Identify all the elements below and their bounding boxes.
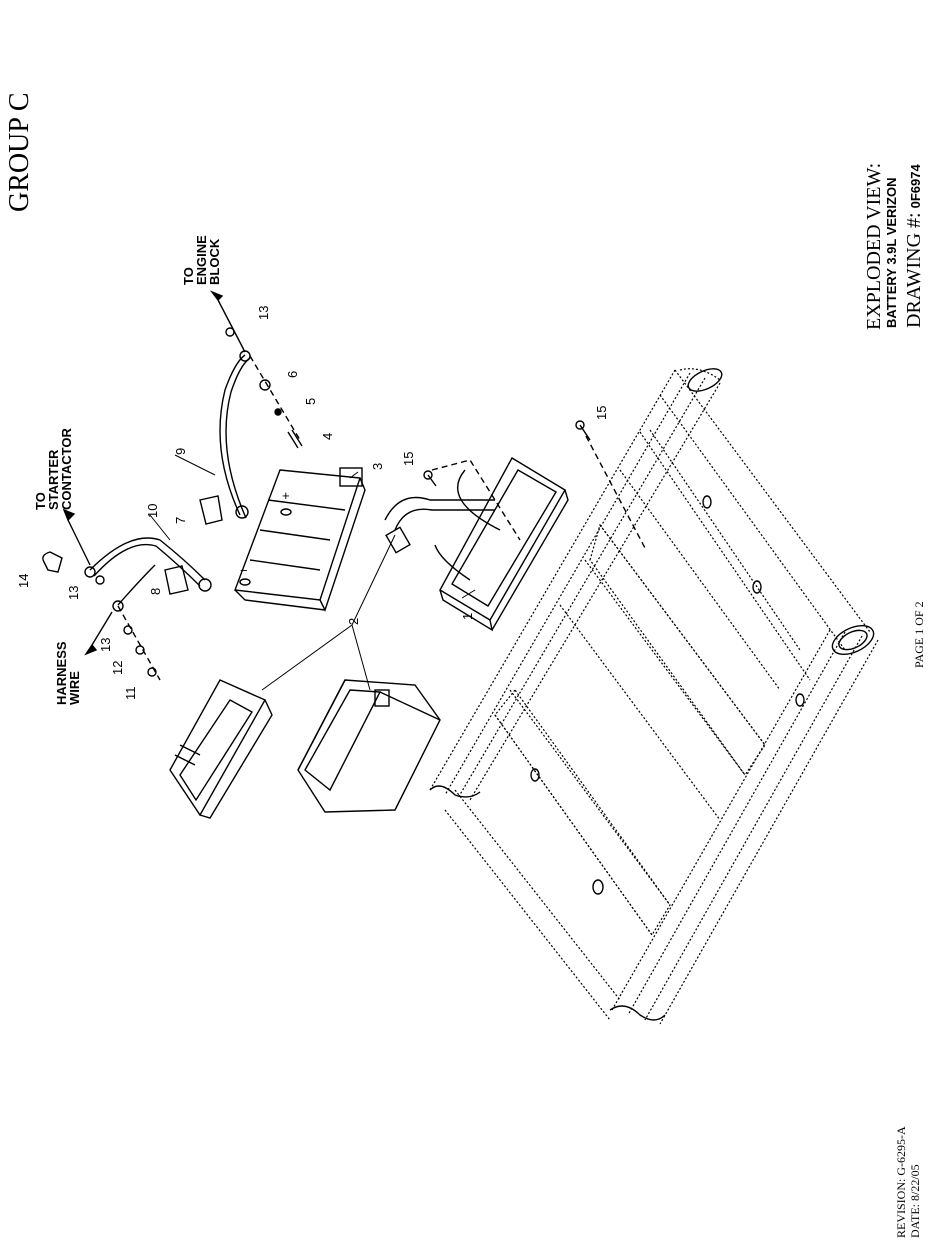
part-4: 4 — [320, 433, 335, 440]
svg-text:−: − — [240, 563, 248, 578]
terminal-cover-positive — [200, 496, 222, 524]
battery-box-lid — [170, 680, 272, 818]
ground-hardware — [226, 328, 302, 448]
part-8: 8 — [148, 588, 163, 595]
leader-lines-2 — [262, 535, 395, 690]
part-9: 9 — [173, 448, 188, 455]
part-13-a: 13 — [66, 586, 81, 600]
to-starter-3: CONTACTOR — [59, 428, 74, 510]
part-6: 6 — [285, 371, 300, 378]
battery-box-base — [298, 680, 440, 812]
ground-cable — [212, 292, 300, 518]
part-1: 1 — [460, 613, 475, 620]
part-14: 14 — [16, 574, 31, 588]
part-10: 10 — [145, 504, 160, 518]
svg-text:+: + — [282, 488, 290, 503]
generator-frame — [430, 369, 878, 1024]
battery: + − — [235, 468, 365, 610]
harness-wire-2: WIRE — [67, 671, 82, 705]
positive-cable — [64, 510, 211, 680]
part-5: 5 — [303, 398, 318, 405]
callout-labels: TO ENGINE BLOCK TO STARTER CONTACTOR HAR… — [16, 235, 609, 705]
to-engine-block-3: BLOCK — [207, 238, 222, 285]
part-12: 12 — [110, 661, 125, 675]
part-7: 7 — [173, 517, 188, 524]
battery-tray — [435, 458, 568, 630]
callout-leaders — [150, 455, 475, 598]
hold-down-strap — [385, 498, 495, 553]
part-11: 11 — [123, 687, 138, 701]
part-2: 2 — [346, 618, 361, 625]
part-13-b: 13 — [98, 638, 113, 652]
part-15-b: 15 — [594, 406, 609, 420]
part-13-c: 13 — [256, 306, 271, 320]
part-15-a: 15 — [401, 452, 416, 466]
part-3: 3 — [370, 463, 385, 470]
